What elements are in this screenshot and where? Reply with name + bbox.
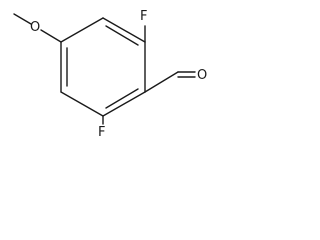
- molecule-diagram: F F O O: [13, 9, 207, 138]
- ring-bond-c4-c5: [60, 91, 104, 117]
- ring-double-bond-top: [105, 25, 139, 46]
- atom-label-o-aldehyde: O: [197, 68, 207, 83]
- ring-bond-c3-c4: [102, 91, 146, 117]
- benzene-ring: [60, 17, 146, 117]
- bond-c3-cho: [144, 71, 179, 93]
- ring-bond-c6-c1: [60, 17, 104, 43]
- bond-c6-o-methoxy: [40, 29, 62, 43]
- ring-double-bond-bottom: [105, 88, 139, 109]
- bond-o-methyl: [13, 13, 32, 25]
- ring-bond-c1-c2: [102, 17, 146, 43]
- atom-label-f-top: F: [140, 9, 147, 24]
- atom-label-o-methoxy: O: [30, 20, 40, 35]
- structure-canvas: F F O O: [0, 0, 219, 138]
- atom-label-f-bottom: F: [98, 125, 105, 138]
